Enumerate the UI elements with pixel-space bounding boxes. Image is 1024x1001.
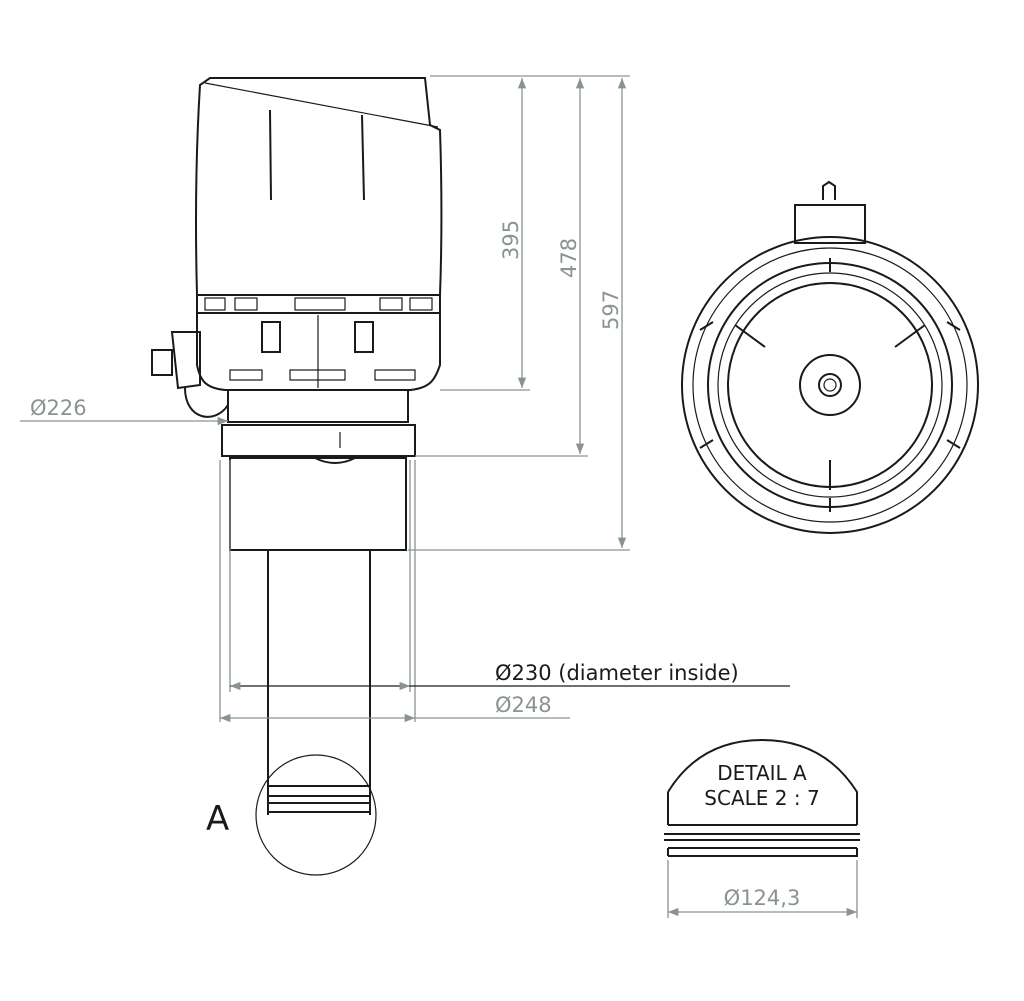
cable-box [151,331,201,390]
nub [822,180,836,200]
cable [184,387,229,418]
dim-597: 597 [599,290,623,330]
base-slots [229,369,416,381]
flange-notch [314,457,356,464]
detail-scale: SCALE 2 : 7 [704,786,819,810]
fan-hood [195,77,443,296]
clip [261,321,281,353]
outer-ring [681,236,979,534]
dim-124: Ø124,3 [724,886,801,910]
hood-slant [204,82,439,128]
detail-outline [667,738,858,825]
detail-marker: A [206,799,229,839]
pipe-seal [268,785,370,813]
hub [799,354,861,416]
dim-248: Ø248 [495,693,552,717]
clip [354,321,374,353]
support-arms [734,324,926,490]
hood-rib [269,109,272,201]
detail-title: DETAIL A [717,761,807,785]
neck [227,389,409,423]
dim-230: Ø230 (diameter inside) [495,661,739,685]
dim-226: Ø226 [30,396,87,420]
pipe [267,550,371,815]
detail-seal [664,824,860,857]
hood-rib [361,114,365,201]
motor-box [794,204,866,244]
side-view: A [151,77,443,876]
dim-478: 478 [557,238,581,278]
dim-395: 395 [499,220,523,260]
adapter-cylinder [229,457,407,551]
flange [221,424,416,457]
detail-a-view: DETAIL A SCALE 2 : 7 Ø124,3 [664,738,860,918]
vent-slots [204,297,433,311]
top-view [681,180,979,534]
detail-a-circle [255,754,377,876]
ring-ticks [699,258,961,512]
dimensions: 395 478 597 Ø226 Ø230 (diameter inside) … [20,75,790,723]
